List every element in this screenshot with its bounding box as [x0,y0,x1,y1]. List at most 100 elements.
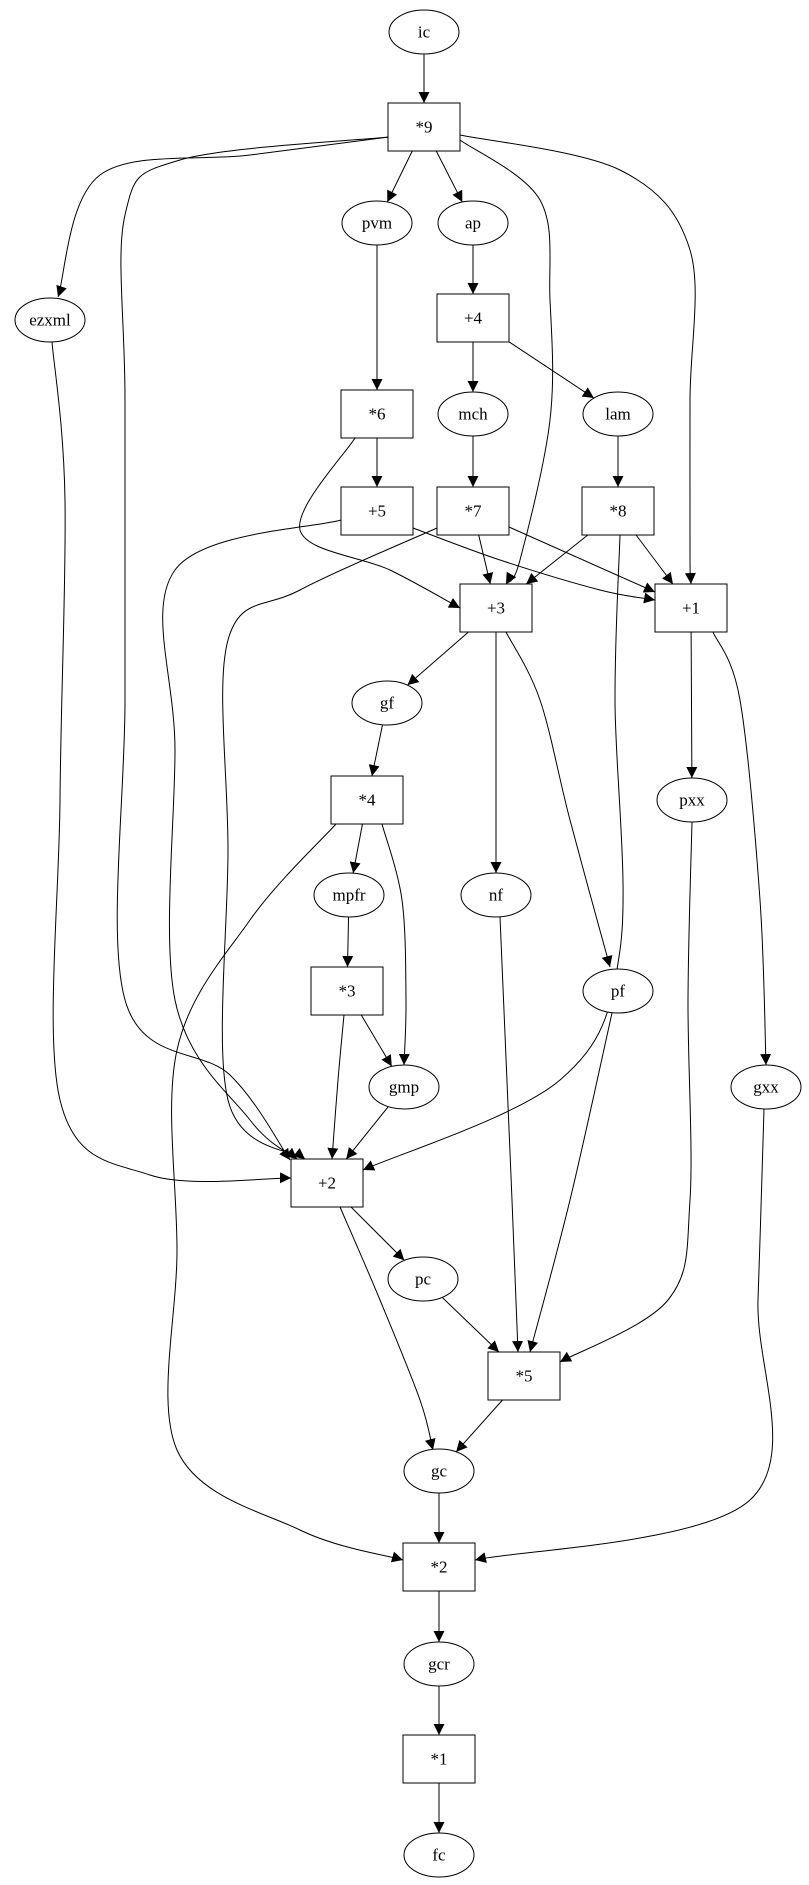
node-p3-label: +3 [487,599,505,618]
node-fc: fc [403,1832,475,1878]
node-gf: gf [351,680,423,726]
node-ap: ap [437,200,509,246]
node-mch-label: mch [458,405,488,424]
node-pf-label: pf [611,982,626,1001]
node-pc: pc [387,1256,459,1302]
edge-p5-p2 [162,519,342,1160]
node-pc-ellipse [387,1256,459,1302]
node-m2: *2 [402,1542,476,1592]
edge-p5-p1 [412,527,656,604]
node-pf: pf [582,968,654,1014]
node-m4-label: *4 [359,791,377,810]
node-gf-label: gf [380,694,395,713]
node-m1-label: *1 [431,1750,448,1769]
node-ezxml-ellipse [14,297,86,343]
node-pvm-label: pvm [362,214,392,233]
node-m7-box [436,486,510,536]
edge-gxx-m2 [474,1108,774,1564]
node-m6-box [340,389,414,439]
edge-m9-p3 [459,139,554,585]
node-p1: +1 [654,583,728,633]
node-mpfr-ellipse [313,872,385,918]
node-nf-ellipse [460,872,532,918]
node-m7-label: *7 [465,502,483,521]
node-p4-box [436,293,510,343]
node-ic: ic [388,9,460,55]
edge-m4-mpfr [349,823,363,874]
node-p4-label: +4 [464,309,483,328]
edge-m8-p2 [362,534,624,1171]
edge-p1-gxx [712,631,772,1066]
edge-m5-gc [455,1399,503,1453]
node-gc: gc [403,1448,475,1494]
node-ic-label: ic [418,23,431,42]
node-p2-label: +2 [318,1174,336,1193]
nodes-layer: ic *9 pvm ap ezxml +4 *6 mch lam +5 *7 *8 +3 +1 gf *4 px… [14,9,802,1878]
node-m2-label: *2 [431,1558,448,1577]
node-p5-label: +5 [368,502,386,521]
edge-p3-pf [505,631,613,968]
node-gxx-label: gxx [753,1078,779,1097]
node-p3: +3 [459,583,533,633]
edge-m3-p2 [327,1014,345,1160]
node-p3-box [459,583,533,633]
node-pvm-ellipse [341,200,413,246]
node-m5: *5 [487,1351,561,1401]
node-ap-ellipse [437,200,509,246]
node-m7: *7 [436,486,510,536]
node-pf-ellipse [582,968,654,1014]
node-gcr: gcr [403,1641,475,1687]
node-m5-box [487,1351,561,1401]
node-m9-box [387,102,461,152]
node-ezxml: ezxml [14,297,86,343]
edge-p1-pxx [686,631,698,779]
node-lam-label: lam [605,405,631,424]
node-pxx-ellipse [656,777,728,823]
edge-m8-p1 [635,534,674,585]
edge-m9-p2 [116,136,390,1161]
node-gf-ellipse [351,680,423,726]
edge-m9-ezxml [56,136,390,298]
node-m8-label: *8 [610,502,627,521]
node-m9: *9 [387,102,461,152]
node-gxx: gxx [730,1064,802,1110]
node-pvm: pvm [341,200,413,246]
node-m2-box [402,1542,476,1592]
edge-gmp-p2 [345,1106,389,1160]
node-m3-label: *3 [339,982,356,1001]
edge-pc-m5 [441,1297,500,1353]
node-gmp: gmp [368,1064,440,1110]
node-pxx: pxx [656,777,728,823]
edge-pxx-m5 [559,821,693,1363]
node-p5-box [340,486,414,536]
node-ap-label: ap [465,214,481,233]
node-fc-label: fc [432,1846,446,1865]
edge-p3-gf [407,631,469,686]
edge-m4-m2 [167,823,404,1563]
edge-m9-ap [435,150,463,203]
node-pxx-label: pxx [679,791,705,810]
node-nf-label: nf [489,886,504,905]
node-lam: lam [582,391,654,437]
node-m3-box [310,966,384,1016]
node-mch-ellipse [437,391,509,437]
edge-m7-p3 [478,534,494,585]
edge-m6-p3 [299,437,461,609]
edge-m9-pvm [386,150,413,203]
node-m4: *4 [330,775,404,825]
node-fc-ellipse [403,1832,475,1878]
edge-p2-pc [350,1206,405,1261]
node-m4-box [330,775,404,825]
edge-m9-p1 [459,134,696,585]
node-p1-box [654,583,728,633]
node-p5: +5 [340,486,414,536]
edge-m3-gmp [360,1014,393,1067]
node-mch: mch [437,391,509,437]
edge-pf-m5 [527,1012,613,1353]
node-gmp-label: gmp [389,1078,419,1097]
node-m6-label: *6 [369,405,386,424]
node-nf: nf [460,872,532,918]
node-gc-label: gc [431,1462,448,1481]
node-pc-label: pc [415,1270,432,1289]
